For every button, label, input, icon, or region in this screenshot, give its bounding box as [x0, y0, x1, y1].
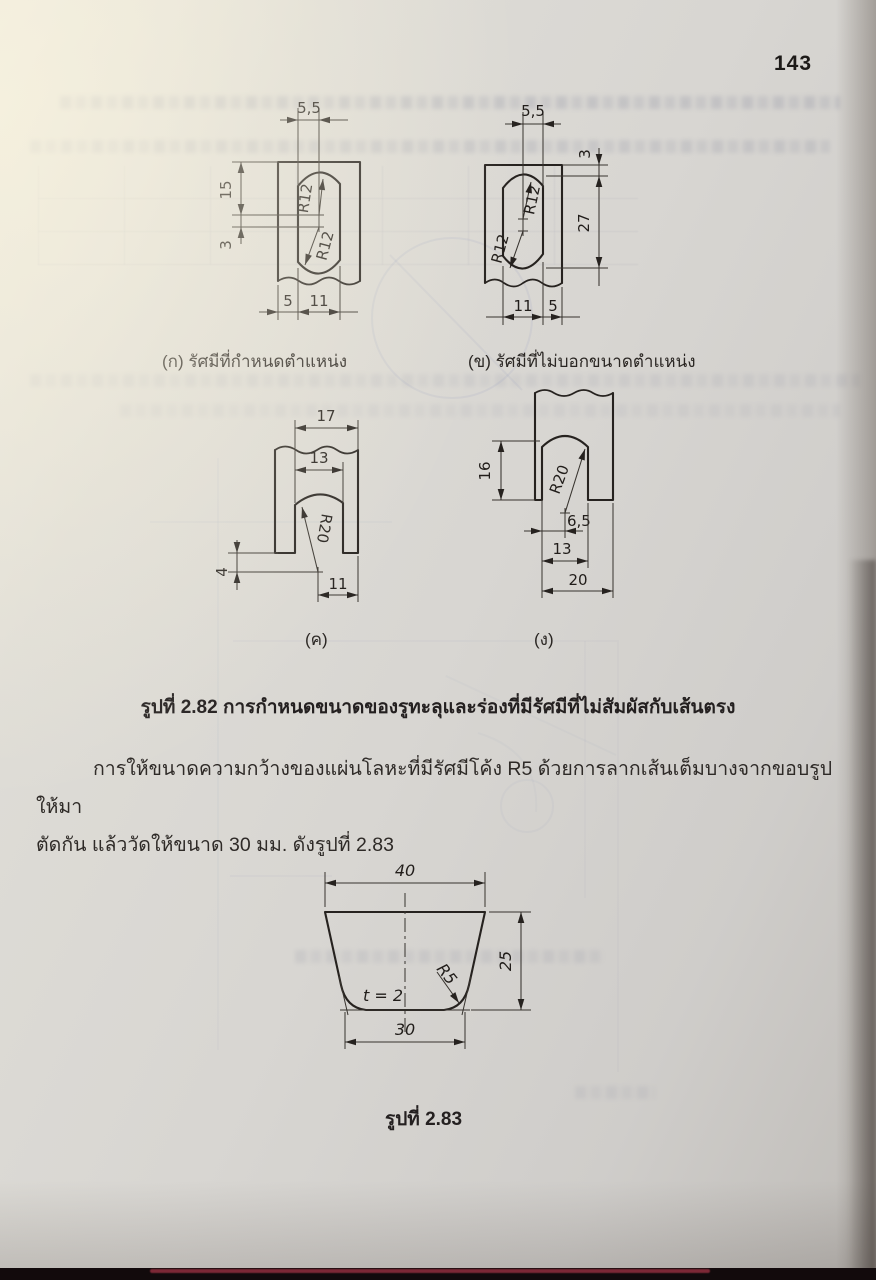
dim-d-half: 6,5: [567, 512, 591, 530]
trapezoid-outline: [323, 910, 487, 1012]
radius-leader: [564, 448, 586, 514]
dim-a-bottom-left: 5: [283, 292, 293, 310]
bleedthrough-text-row: [60, 96, 840, 109]
dim-b-right-lower: 27: [575, 213, 593, 232]
center-marks: [314, 210, 324, 232]
bleedthrough-text-row: [30, 140, 830, 153]
slot-outline: [296, 171, 342, 275]
dim-d-bottom: 20: [568, 571, 587, 589]
bleedthrough-text-row: [295, 950, 605, 963]
dim-283-thickness: t = 2: [363, 986, 403, 1005]
drawing-c: 17 13 R20 4 11: [213, 407, 360, 602]
radius-leaders: [304, 178, 324, 266]
dim-c-top: 17: [316, 407, 335, 425]
dim-a-radius-bottom: R12: [313, 229, 338, 262]
figure-2-82-caption: รูปที่ 2.82 การกำหนดขนาดของรูทะลุและร่อง…: [140, 697, 736, 718]
center-mark: [313, 567, 323, 577]
break-line: [274, 445, 359, 455]
dim-d-radius: R20: [546, 462, 573, 496]
dim-d-slot: 13: [552, 540, 571, 558]
drawing-283: 40 25 30 R5 t = 2: [323, 861, 531, 1049]
dim-b-right-upper: 3: [576, 149, 594, 159]
dim-c-left: 4: [213, 567, 231, 577]
radius-leader: [436, 971, 460, 1004]
body-paragraph: การให้ขนาดความกว้างของแผ่นโลหะที่มีรัศมี…: [36, 750, 850, 864]
u-channel-outline: [273, 448, 360, 555]
page-number: 143: [774, 52, 813, 75]
slot-outline: [501, 173, 545, 270]
dim-c-inner: 13: [309, 449, 328, 467]
drawing-a: 5,5 15 3 R12 R12 5 11: [217, 99, 362, 320]
dim-d-left: 16: [476, 461, 494, 480]
radius-leader: [301, 506, 319, 573]
dim-a-left-lower: 3: [217, 240, 235, 250]
corner-construction-lines: [338, 975, 472, 1016]
slot-body-outline: [533, 391, 615, 502]
drawing-b: 5,5 3 27 R12 R12 11 5: [483, 102, 608, 325]
dim-a-bottom-right: 11: [309, 292, 328, 310]
dim-a-top: 5,5: [297, 99, 321, 117]
label-drawing-c: (ค): [305, 630, 328, 649]
right-edge-shadow-lower: [848, 560, 876, 1280]
dim-b-bottom-right: 5: [548, 297, 558, 315]
break-line: [484, 278, 563, 288]
bottom-shadow: [0, 1180, 876, 1268]
radius-leaders: [509, 181, 532, 269]
dim-b-radius-top: R12: [520, 184, 544, 217]
drawing-d: 16 R20 6,5 13 20: [476, 389, 615, 598]
dim-a-left-upper: 15: [217, 180, 235, 199]
paragraph-line-1: การให้ขนาดความกว้างของแผ่นโลหะที่มีรัศมี…: [36, 758, 833, 818]
dim-c-bottom: 11: [328, 575, 347, 593]
bleedthrough-text-row: [30, 374, 860, 387]
label-drawing-a: (ก) รัศมีที่กำหนดตำแหน่ง: [162, 352, 348, 371]
dim-b-radius-bottom: R12: [488, 232, 513, 265]
dim-b-top: 5,5: [521, 102, 545, 120]
dim-a-radius-top: R12: [294, 182, 316, 214]
figure-2-83-caption: รูปที่ 2.83: [385, 1109, 463, 1130]
scan-bottom-edge: [0, 1268, 876, 1280]
bleedthrough-text-row: [120, 404, 840, 417]
right-edge-shadow: [836, 0, 876, 1280]
break-line: [277, 276, 361, 286]
book-edge-red-line: [150, 1269, 710, 1273]
dim-283-bottom: 30: [395, 1020, 415, 1039]
bleedthrough-text-row: [575, 1086, 655, 1099]
label-drawing-d: (ง): [534, 630, 554, 649]
dim-b-bottom-left: 11: [513, 297, 532, 315]
paragraph-line-2: ตัดกัน แล้ววัดให้ขนาด 30 มม. ดังรูปที่ 2…: [36, 834, 394, 856]
center-mark: [560, 508, 570, 518]
break-line: [534, 389, 614, 397]
center-marks: [518, 214, 528, 236]
dim-283-radius: R5: [433, 960, 461, 988]
dim-c-radius: R20: [313, 512, 336, 544]
label-drawing-b: (ข) รัศมีที่ไม่บอกขนาดตำแหน่ง: [468, 352, 696, 371]
bleedthrough-table-grid: [38, 166, 638, 265]
dim-283-right: 25: [496, 951, 515, 971]
